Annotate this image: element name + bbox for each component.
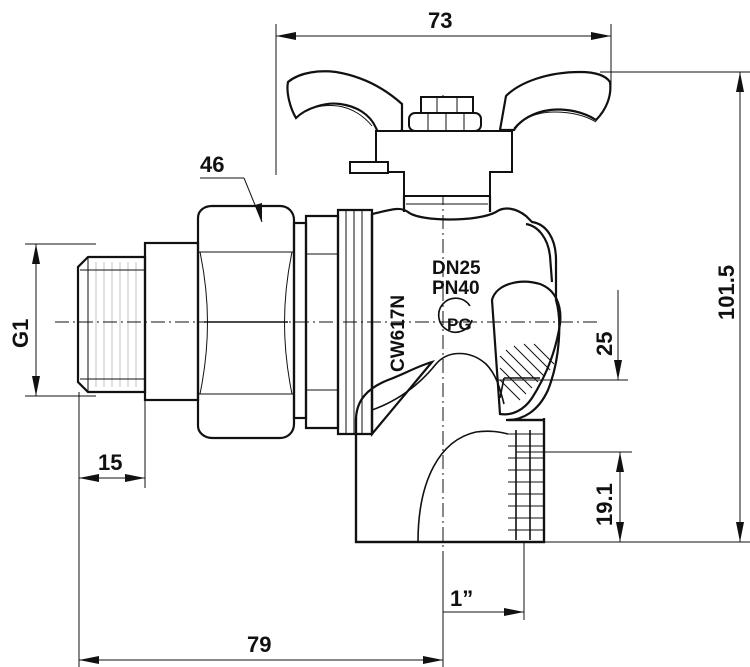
dim-height-label: 101.5 [714, 265, 739, 320]
butterfly-handle [286, 70, 612, 212]
material-marking: CW617N [388, 295, 409, 372]
dim-outlet-height-label: 19.1 [592, 483, 617, 526]
dim-hex: 46 [200, 152, 263, 223]
svg-text:PG: PG [447, 315, 472, 334]
dim-body-length: 79 [79, 560, 444, 667]
dim-outlet-thread-label: 1” [450, 586, 473, 611]
dim-thread: G1 [8, 243, 96, 397]
dim-overall-width-label: 73 [428, 8, 452, 33]
hex-union-nut [196, 204, 308, 440]
pn-marking: PN40 [432, 278, 480, 299]
dim-height: 101.5 [544, 71, 750, 543]
dim-outlet-height: 19.1 [516, 451, 632, 542]
body-markings: DN25 PN40 CW617N PG [388, 258, 481, 372]
dim-overall-width: 73 [275, 8, 612, 175]
valve-body [354, 207, 562, 544]
dim-thread-length: 15 [78, 392, 146, 667]
dim-thread-length-label: 15 [98, 450, 122, 475]
dim-seat-height: 25 [498, 290, 628, 381]
dim-outlet-thread: 1” [443, 542, 525, 620]
dim-thread-label: G1 [8, 319, 33, 348]
dim-hex-label: 46 [200, 152, 224, 177]
center-lines [55, 95, 600, 618]
dn-marking: DN25 [432, 258, 481, 279]
pg-certification-mark: PG [437, 297, 473, 334]
dim-body-length-label: 79 [247, 632, 271, 657]
dim-seat-height-label: 25 [592, 332, 617, 356]
